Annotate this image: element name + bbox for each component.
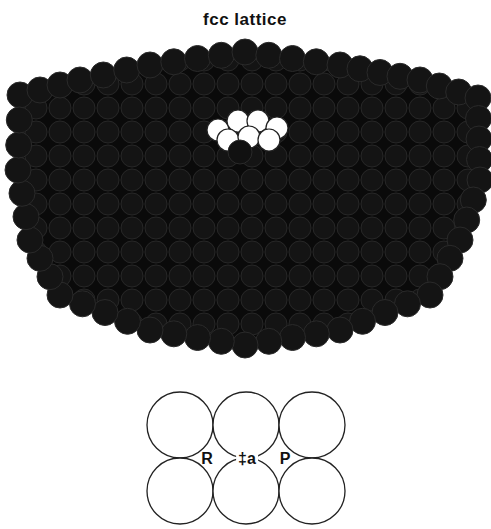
edge-sphere [13,204,39,230]
edge-sphere [232,332,258,358]
edge-sphere [67,67,93,93]
edge-sphere [161,321,187,347]
edge-sphere [90,62,116,88]
black-sphere [228,140,252,164]
edge-sphere [5,157,31,183]
position-label: P [278,450,293,468]
edge-sphere [114,57,140,83]
edge-sphere [6,107,32,133]
edge-sphere [232,39,258,65]
white-spheres [207,110,288,164]
edge-sphere [303,321,329,347]
edge-sphere [6,132,32,158]
sphere-pit [5,39,491,358]
edge-sphere [256,42,282,68]
edge-sphere [137,52,163,78]
position-label: R [199,450,215,468]
edge-sphere [208,328,234,354]
edge-sphere [303,49,329,75]
edge-sphere [161,49,187,75]
atom-circle [279,458,345,524]
atom-circle [213,392,279,458]
white-sphere [258,129,280,151]
square-layer [147,392,345,524]
edge-sphere [185,46,211,72]
diagram-title: fcc lattice [203,11,287,28]
edge-sphere [17,227,43,253]
edge-sphere [256,328,282,354]
atom-circle [279,392,345,458]
edge-sphere [185,325,211,351]
edge-sphere [327,317,353,343]
position-label: ‡a [236,450,258,468]
edge-sphere [9,180,35,206]
edge-sphere [208,42,234,68]
edge-sphere [280,325,306,351]
atom-circle [147,392,213,458]
pit-body [18,52,480,345]
atom-circle [147,458,213,524]
edge-sphere [280,46,306,72]
